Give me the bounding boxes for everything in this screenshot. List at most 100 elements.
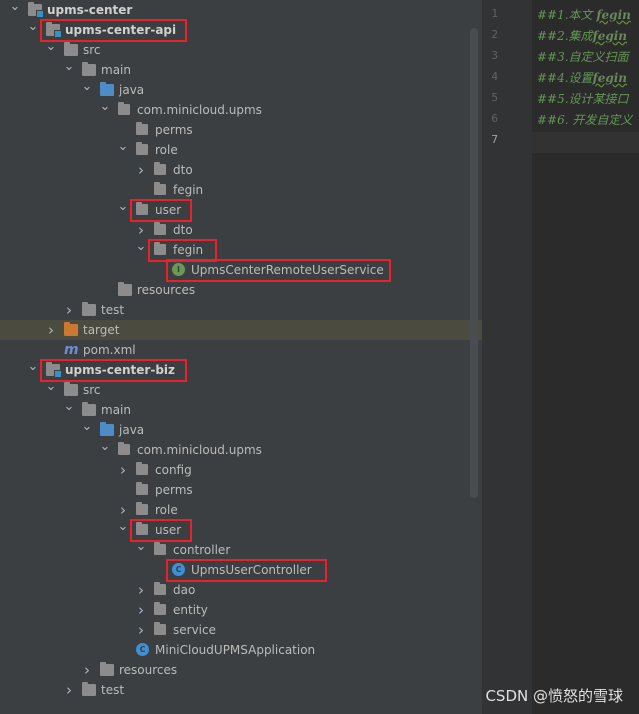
- tree-row[interactable]: › dto: [0, 160, 482, 180]
- chevron-down-icon[interactable]: ⌄: [117, 519, 129, 534]
- chevron-down-icon[interactable]: ⌄: [81, 79, 93, 94]
- tree-row[interactable]: ⌄ java: [0, 80, 482, 100]
- tree-row[interactable]: ⌄ main: [0, 400, 482, 420]
- tree-row[interactable]: ›entity: [0, 600, 482, 620]
- code-line[interactable]: ##2.集成fegin: [537, 27, 627, 44]
- tree-row-label: src: [83, 383, 101, 397]
- tree-row[interactable]: ›config: [0, 460, 482, 480]
- chevron-right-icon[interactable]: ›: [66, 681, 72, 699]
- tree-row[interactable]: ⌄src: [0, 40, 482, 60]
- tree-row-label: test: [101, 683, 125, 697]
- code-line[interactable]: ##5.设计某接口: [537, 90, 629, 107]
- tree-row[interactable]: ⌄com.minicloud.upms: [0, 100, 482, 120]
- chevron-down-icon[interactable]: ⌄: [27, 359, 39, 374]
- tree-row-label: user: [155, 203, 182, 217]
- chevron-down-icon[interactable]: ⌄: [117, 199, 129, 214]
- code-line[interactable]: ##6. 开发自定义: [537, 111, 632, 128]
- tree-row[interactable]: ⌄ upms-center-biz: [0, 360, 482, 380]
- tree-row[interactable]: › dao: [0, 580, 482, 600]
- tree-row-label: role: [155, 503, 178, 517]
- tree-row[interactable]: ⌄ com.minicloud.upms: [0, 440, 482, 460]
- tree-row[interactable]: ›resources: [0, 660, 482, 680]
- chevron-down-icon[interactable]: ⌄: [117, 139, 129, 154]
- tree-row[interactable]: fegin: [0, 180, 482, 200]
- tree-row[interactable]: ⌄java: [0, 420, 482, 440]
- interface-icon: I: [172, 263, 185, 276]
- chevron-down-icon[interactable]: ⌄: [27, 19, 39, 34]
- module-folder-icon: [46, 22, 62, 38]
- chevron-down-icon[interactable]: ⌄: [99, 439, 111, 454]
- tree-row-label: upms-center-biz: [65, 363, 176, 377]
- tree-row[interactable]: ⌄ fegin: [0, 240, 482, 260]
- chevron-down-icon[interactable]: ⌄: [81, 419, 93, 434]
- tree-row[interactable]: resources: [0, 280, 482, 300]
- tree-scrollbar[interactable]: [470, 28, 478, 498]
- tree-row[interactable]: ⌄ user: [0, 200, 482, 220]
- tree-row[interactable]: ⌄user: [0, 520, 482, 540]
- line-number: 3: [491, 49, 498, 62]
- chevron-right-icon[interactable]: ›: [138, 621, 144, 639]
- tree-row[interactable]: ⌄ upms-center-api: [0, 20, 482, 40]
- tree-row[interactable]: ›test: [0, 300, 482, 320]
- chevron-right-icon[interactable]: ›: [48, 321, 54, 339]
- tree-row-label: java: [119, 83, 145, 97]
- tree-row[interactable]: ⌄controller: [0, 540, 482, 560]
- package-icon: [136, 122, 148, 135]
- tree-row[interactable]: ⌄role: [0, 140, 482, 160]
- source-folder-icon: [100, 422, 114, 436]
- tree-row[interactable]: perms: [0, 120, 482, 140]
- tree-row-label: service: [173, 623, 216, 637]
- tree-row[interactable]: ⌄main: [0, 60, 482, 80]
- tree-row[interactable]: ›target: [0, 320, 482, 340]
- chevron-down-icon[interactable]: ⌄: [99, 99, 111, 114]
- project-tree[interactable]: ⌄upms-center⌄upms-center-api⌄src⌄main⌄ja…: [0, 0, 482, 714]
- code-line[interactable]: ##1.本文 fegin: [537, 6, 631, 23]
- chevron-down-icon[interactable]: ⌄: [63, 59, 75, 74]
- tree-row-label: dao: [173, 583, 196, 597]
- code-comment-text: ##3.自定义扫面: [537, 50, 629, 64]
- code-line[interactable]: ##4.设置fegin: [537, 69, 627, 86]
- chevron-right-icon[interactable]: ›: [138, 161, 144, 179]
- package-icon: [136, 142, 148, 155]
- chevron-down-icon[interactable]: ⌄: [9, 0, 21, 14]
- resources-folder-icon: [100, 662, 114, 676]
- tree-row-label: perms: [155, 123, 193, 137]
- chevron-down-icon[interactable]: ⌄: [45, 379, 57, 394]
- chevron-right-icon[interactable]: ›: [138, 221, 144, 239]
- chevron-right-icon[interactable]: ›: [138, 581, 144, 599]
- tree-row[interactable]: ⌄ src: [0, 380, 482, 400]
- tree-row-label: fegin: [173, 243, 204, 257]
- line-number: 6: [491, 112, 498, 125]
- tree-row[interactable]: › service: [0, 620, 482, 640]
- folder-icon: [82, 62, 96, 76]
- tree-row[interactable]: › role: [0, 500, 482, 520]
- tree-row-label: com.minicloud.upms: [137, 443, 262, 457]
- tree-row[interactable]: ⌄upms-center: [0, 0, 482, 20]
- tree-row-label: dto: [173, 223, 193, 237]
- tree-row[interactable]: › dto: [0, 220, 482, 240]
- tree-row-label: main: [101, 403, 131, 417]
- tree-row-label: upms-center-api: [65, 23, 177, 37]
- chevron-down-icon[interactable]: ⌄: [135, 539, 147, 554]
- package-icon: [136, 462, 148, 475]
- tree-row[interactable]: perms: [0, 480, 482, 500]
- chevron-right-icon[interactable]: ›: [84, 661, 90, 679]
- chevron-right-icon[interactable]: ›: [138, 601, 144, 619]
- chevron-right-icon[interactable]: ›: [66, 301, 72, 319]
- chevron-down-icon[interactable]: ⌄: [63, 399, 75, 414]
- code-line[interactable]: ##3.自定义扫面: [537, 48, 629, 65]
- tree-row[interactable]: › test: [0, 680, 482, 700]
- folder-icon: [64, 382, 78, 396]
- chevron-right-icon[interactable]: ›: [120, 501, 126, 519]
- tree-row-label: dto: [173, 163, 193, 177]
- chevron-down-icon[interactable]: ⌄: [45, 39, 57, 54]
- chevron-right-icon[interactable]: ›: [120, 461, 126, 479]
- line-number: 1: [491, 7, 498, 20]
- chevron-down-icon[interactable]: ⌄: [135, 239, 147, 254]
